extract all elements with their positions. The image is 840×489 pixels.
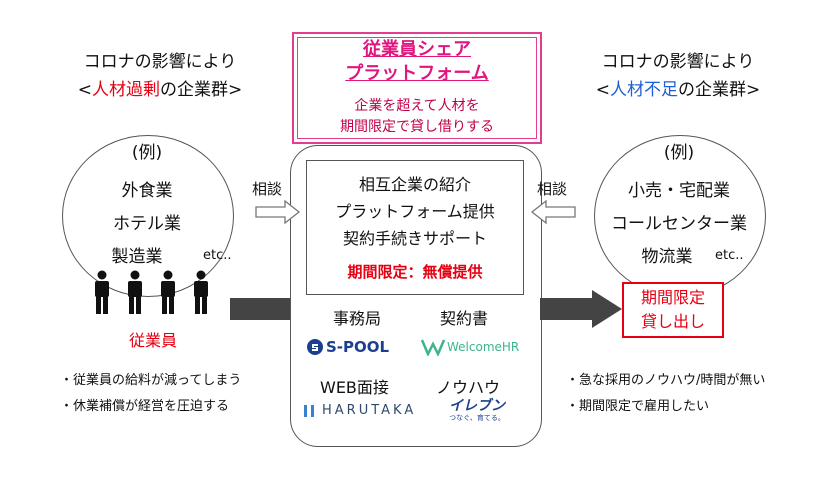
right-industry-item: コールセンター業 [611, 214, 747, 234]
interview-label: WEB面接 [320, 378, 389, 397]
left-title-line1: コロナの影響により [83, 52, 237, 72]
platform-description: 企業を超えて人材を 期間限定で貸し借りする [340, 98, 494, 135]
flow-arrow-left-segment [230, 298, 290, 320]
service-item: 契約手続きサポート [342, 229, 487, 248]
right-title-line1: コロナの影響により [601, 52, 755, 72]
platform-title: 従業員シェア プラットフォーム [345, 39, 489, 84]
services-box: 相互企業の紹介 プラットフォーム提供 契約手続きサポート 期間限定：無償提供 [306, 160, 524, 295]
service-item: 相互企業の紹介 [358, 175, 471, 194]
right-industry-item: 物流業 [641, 247, 693, 267]
office-label: 事務局 [333, 309, 382, 328]
right-companies-circle [594, 135, 766, 297]
left-consult-label: 相談 [252, 180, 283, 198]
note-item: ・休業補償が経営を圧迫する [60, 399, 230, 414]
right-consult-label: 相談 [537, 180, 568, 198]
left-industry-item: 外食業 [121, 181, 173, 201]
harutaka-mark-icon [304, 404, 314, 417]
welcomehr-mark-icon [421, 339, 445, 356]
right-example-label: (例) [663, 143, 695, 163]
right-title-line2: <人材不足の企業群> [595, 80, 761, 100]
flow-arrow-head-icon [540, 290, 622, 328]
free-offer-label: 期間限定：無償提供 [347, 263, 483, 281]
knowhow-label: ノウハウ [436, 378, 501, 397]
left-etc: etc.. [203, 248, 232, 263]
employees-label: 従業員 [128, 331, 177, 350]
spool-mark-icon [307, 339, 323, 355]
contract-label: 契約書 [440, 309, 489, 328]
right-group-title: コロナの影響により <人材不足の企業群> [548, 48, 808, 104]
left-example-label: (例) [131, 143, 163, 163]
left-highlight: 人材過剰 [92, 80, 160, 100]
note-item: ・急な採用のノウハウ/時間が無い [566, 373, 766, 388]
right-industry-item: 小売・宅配業 [628, 181, 730, 201]
employees-icon [95, 270, 208, 314]
left-consult-arrow-icon [255, 200, 301, 224]
left-notes: ・従業員の給料が減ってしまう ・休業補償が経営を圧迫する [60, 368, 241, 420]
platform-box: 従業員シェア プラットフォーム 企業を超えて人材を 期間限定で貸し借りする [292, 32, 542, 144]
left-industry-item: ホテル業 [113, 214, 181, 234]
left-title-line2: <人材過剰の企業群> [77, 80, 243, 100]
right-notes: ・急な採用のノウハウ/時間が無い ・期間限定で雇用したい [566, 368, 765, 420]
right-etc: etc.. [715, 248, 744, 263]
services-list: 相互企業の紹介 プラットフォーム提供 契約手続きサポート [307, 171, 523, 252]
note-item: ・期間限定で雇用したい [566, 399, 710, 414]
right-consult-arrow-icon [530, 200, 576, 224]
lending-box: 期間限定 貸し出し [622, 282, 724, 338]
right-highlight: 人材不足 [610, 80, 678, 100]
spool-logo: S-POOL [306, 338, 389, 356]
left-industry-item: 製造業 [111, 247, 163, 267]
note-item: ・従業員の給料が減ってしまう [60, 373, 242, 388]
service-item: プラットフォーム提供 [335, 202, 495, 221]
harutaka-logo: HARUTAKA [302, 403, 416, 418]
eleven-logo: イレブン つなぐ、育てる。 [449, 398, 505, 422]
left-companies-circle [62, 135, 234, 297]
left-group-title: コロナの影響により <人材過剰の企業群> [30, 48, 290, 104]
welcomehr-logo: WelcomeHR [421, 338, 519, 356]
